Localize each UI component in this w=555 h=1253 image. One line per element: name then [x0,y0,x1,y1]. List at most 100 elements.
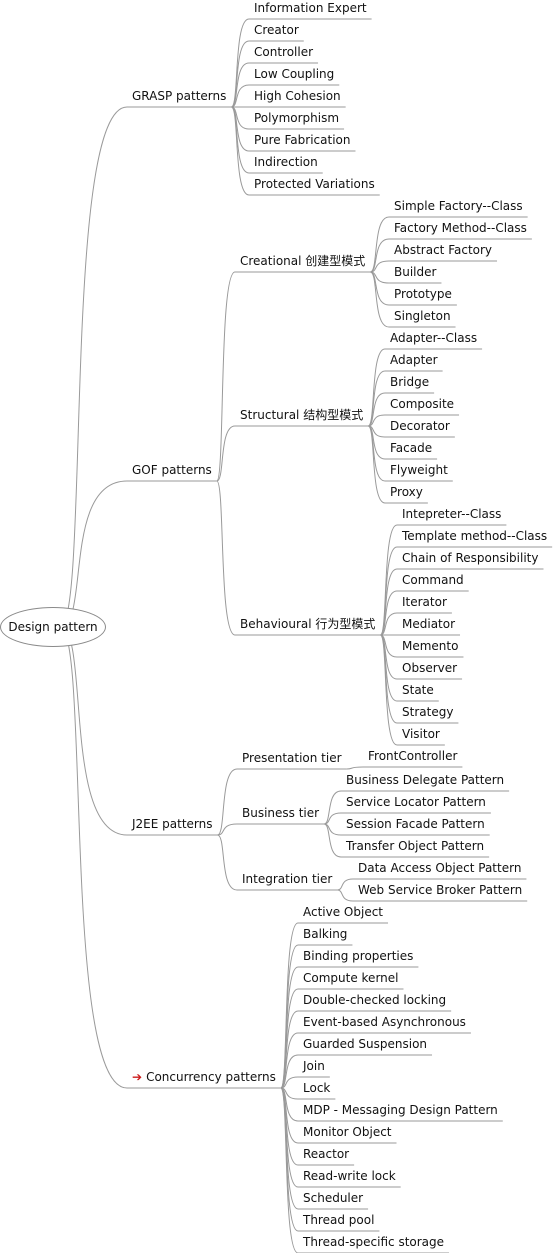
creational-pattern-item[interactable]: Simple Factory--Class [394,199,523,213]
structural-pattern-item[interactable]: Decorator [390,419,450,433]
gof-patterns-node[interactable]: GOF patterns [132,463,212,477]
connector-curve [337,889,354,902]
concurrency-patterns-node[interactable]: ➔Concurrency patterns [127,1070,281,1086]
behavioural-pattern-item[interactable]: Visitor [402,727,440,741]
root-node[interactable]: Design pattern [0,607,106,647]
connector-curve [230,106,250,196]
behavioural-pattern-item[interactable]: State [402,683,434,697]
behavioural-pattern-item[interactable]: Template method--Class [402,529,548,543]
creational-pattern-item[interactable]: Prototype [394,287,452,301]
connector-curve [280,1076,299,1089]
concurrency-pattern-item[interactable]: MDP - Messaging Design Pattern [303,1103,498,1117]
business-pattern-item[interactable]: Transfer Object Pattern [346,839,485,853]
connector-curve [230,40,250,108]
connector-curve [369,271,390,328]
structural-pattern-item[interactable]: Composite [390,397,455,411]
grasp-pattern-item[interactable]: Indirection [254,155,318,169]
structural-pattern-item[interactable]: Bridge [390,375,430,389]
behavioural-pattern-item[interactable]: Iterator [402,595,447,609]
grasp-pattern-item[interactable]: Pure Fabrication [254,133,351,147]
creational-pattern-item[interactable]: Singleton [394,309,451,323]
connector-curve [367,425,386,504]
behavioural-pattern-item[interactable]: Memento [402,639,459,653]
grasp-pattern-item[interactable]: Creator [254,23,299,37]
creational-node[interactable]: Creational 创建型模式 [240,254,366,268]
connector-curve [370,260,390,273]
connector-curve [59,106,128,628]
connector-curve [346,766,364,770]
structural-pattern-item[interactable]: Facade [390,441,433,455]
connector-curve [323,823,342,858]
presentation-tier-node[interactable]: Presentation tier [242,751,342,765]
concurrency-pattern-item[interactable]: Active Object [303,905,384,919]
concurrency-pattern-item[interactable]: Monitor Object [303,1125,392,1139]
connector-curve [280,944,299,1089]
connector-curve [217,834,238,891]
connector-curve [231,84,250,108]
j2ee-patterns-node[interactable]: J2EE patterns [132,817,213,831]
connector-curve [324,812,342,825]
behavioural-pattern-item[interactable]: Mediator [402,617,456,631]
grasp-pattern-item[interactable]: Controller [254,45,314,59]
structural-pattern-item[interactable]: Flyweight [390,463,448,477]
behavioural-pattern-item[interactable]: Command [402,573,464,587]
concurrency-pattern-item[interactable]: Thread pool [303,1213,375,1227]
behavioural-pattern-item[interactable]: Intepreter--Class [402,507,502,521]
presentation-pattern-item[interactable]: FrontController [368,749,458,763]
concurrency-patterns-label: Concurrency patterns [146,1070,276,1084]
grasp-pattern-item[interactable]: Protected Variations [254,177,375,191]
concurrency-pattern-item[interactable]: Join [303,1059,325,1073]
integration-pattern-item[interactable]: Data Access Object Pattern [358,861,522,875]
concurrency-pattern-item[interactable]: Reactor [303,1147,350,1161]
connector-curve [280,1087,299,1253]
creational-pattern-item[interactable]: Abstract Factory [394,243,493,257]
concurrency-pattern-item[interactable]: Double-checked locking [303,993,447,1007]
right-arrow-icon: ➔ [132,1070,143,1084]
concurrency-pattern-item[interactable]: Guarded Suspension [303,1037,428,1051]
grasp-pattern-item[interactable]: Polymorphism [254,111,340,125]
behavioural-pattern-item[interactable]: Strategy [402,705,454,719]
connector-curve [216,480,236,636]
concurrency-pattern-item[interactable]: Scheduler [303,1191,364,1205]
concurrency-pattern-item[interactable]: Lock [303,1081,331,1095]
behavioural-pattern-item[interactable]: Observer [402,661,458,675]
business-pattern-item[interactable]: Session Facade Pattern [346,817,485,831]
creational-pattern-item[interactable]: Factory Method--Class [394,221,527,235]
grasp-pattern-item[interactable]: Low Coupling [254,67,335,81]
business-pattern-item[interactable]: Service Locator Pattern [346,795,486,809]
connector-curve [337,878,354,891]
connector-curve [217,823,238,836]
behavioural-pattern-item[interactable]: Chain of Responsibility [402,551,539,565]
concurrency-pattern-item[interactable]: Read-write lock [303,1169,396,1183]
connector-curve [380,612,398,636]
connector-curve [367,348,386,427]
connector-curve [280,1054,299,1089]
grasp-pattern-item[interactable]: High Cohesion [254,89,341,103]
integration-tier-node[interactable]: Integration tier [242,872,333,886]
connector-curve [59,480,128,628]
connector-curve [370,238,390,273]
connector-curve [59,626,128,1089]
concurrency-pattern-item[interactable]: Compute kernel [303,971,399,985]
structural-pattern-item[interactable]: Adapter [390,353,438,367]
connector-curve [217,768,238,836]
business-pattern-item[interactable]: Business Delegate Pattern [346,773,505,787]
connector-curve [280,1087,299,1232]
grasp-pattern-item[interactable]: Information Expert [254,1,367,15]
grasp-patterns-node[interactable]: GRASP patterns [132,89,227,103]
connector-curve [216,271,236,482]
structural-pattern-item[interactable]: Adapter--Class [390,331,478,345]
behavioural-node[interactable]: Behavioural 行为型模式 [240,617,376,631]
structural-pattern-item[interactable]: Proxy [390,485,423,499]
creational-pattern-item[interactable]: Builder [394,265,437,279]
concurrency-pattern-item[interactable]: Binding properties [303,949,414,963]
concurrency-pattern-item[interactable]: Thread-specific storage [303,1235,445,1249]
connector-curve [323,790,342,825]
connector-curve [369,216,390,273]
concurrency-pattern-item[interactable]: Event-based Asynchronous [303,1015,466,1029]
business-tier-node[interactable]: Business tier [242,806,320,820]
concurrency-pattern-item[interactable]: Balking [303,927,348,941]
structural-node[interactable]: Structural 结构型模式 [240,408,364,422]
integration-pattern-item[interactable]: Web Service Broker Pattern [358,883,523,897]
